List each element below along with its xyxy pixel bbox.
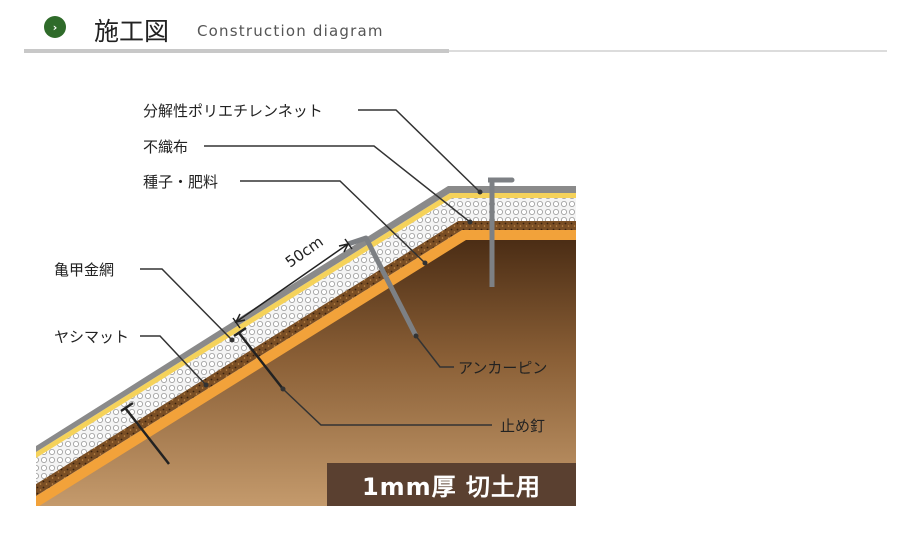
label-seed-fertilizer: 種子・肥料 bbox=[143, 173, 219, 191]
product-badge: 1mm厚 切土用 bbox=[327, 463, 576, 506]
header-underline-thin bbox=[449, 50, 887, 52]
leader-lines bbox=[140, 109, 492, 426]
leader-nail bbox=[282, 388, 492, 426]
label-nonwoven: 不織布 bbox=[143, 138, 189, 156]
leader-anchor bbox=[415, 335, 454, 368]
leader-palm bbox=[140, 335, 207, 386]
label-anchor-pin: アンカーピン bbox=[458, 359, 548, 377]
anchor-pin-top bbox=[488, 177, 515, 287]
leader-seed bbox=[240, 180, 426, 264]
label-palm-mat: ヤシマット bbox=[54, 328, 130, 346]
leader-wire bbox=[140, 268, 233, 341]
spacing-dimension bbox=[232, 238, 353, 329]
soil-body bbox=[36, 238, 576, 506]
stop-nail-2-head bbox=[233, 326, 247, 338]
stop-nail-1-head bbox=[120, 401, 134, 413]
label-degradable-net: 分解性ポリエチレンネット bbox=[143, 102, 323, 120]
section-title: 施工図 bbox=[94, 17, 170, 46]
stop-nail-2 bbox=[238, 332, 284, 390]
label-stop-nail: 止め釘 bbox=[500, 417, 546, 435]
leader-dots bbox=[203, 189, 483, 392]
header-underline bbox=[24, 49, 449, 53]
stop-nail-1 bbox=[125, 408, 170, 465]
chevron-right-icon: › bbox=[44, 16, 66, 38]
anchor-pins bbox=[347, 177, 515, 338]
anchor-pin-slope bbox=[347, 235, 419, 338]
section-header: › 施工図 Construction diagram bbox=[0, 0, 903, 60]
leader-nonwoven bbox=[204, 145, 471, 223]
stop-nails bbox=[120, 326, 284, 465]
spacing-label: 50cm bbox=[282, 232, 327, 271]
leader-net bbox=[358, 109, 481, 193]
label-wire-mesh: 亀甲金網 bbox=[54, 261, 115, 279]
section-subtitle: Construction diagram bbox=[197, 22, 384, 40]
